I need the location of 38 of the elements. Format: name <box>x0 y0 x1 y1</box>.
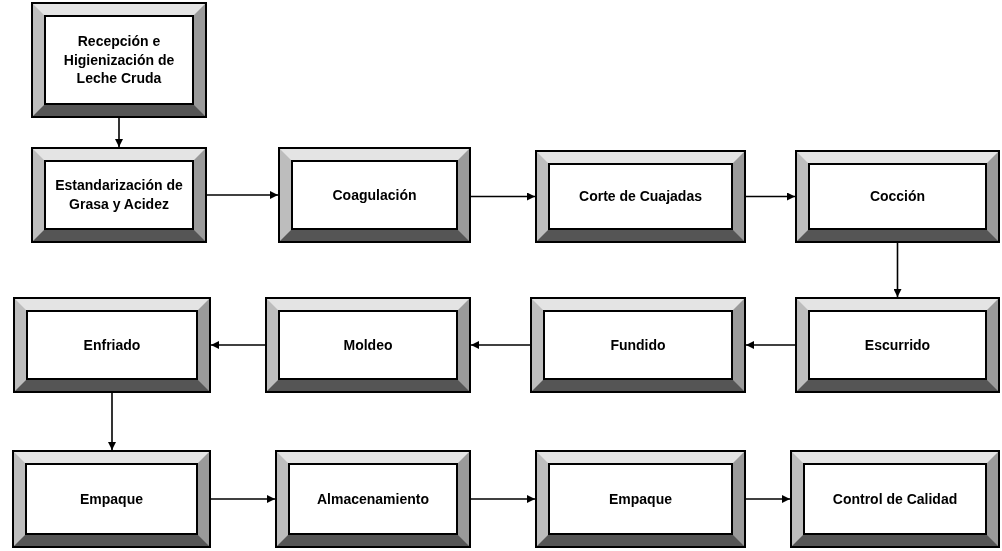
arrow <box>893 242 902 298</box>
arrow <box>470 341 531 349</box>
step-label: Estandarización de Grasa y Acidez <box>54 176 184 214</box>
step-label: Corte de Cuajadas <box>579 187 702 206</box>
process-box <box>13 297 211 393</box>
process-box <box>12 450 211 548</box>
step-label: Moldeo <box>343 335 393 355</box>
process-box <box>535 450 746 548</box>
step-label: Control de Calidad <box>832 489 958 509</box>
step-label: Enfriado <box>83 335 141 355</box>
arrow <box>108 392 116 451</box>
step-label: Cocción <box>869 187 926 206</box>
arrow <box>745 495 791 503</box>
process-box <box>31 2 207 118</box>
arrow <box>745 341 796 349</box>
arrow <box>115 117 123 148</box>
arrow <box>745 192 796 201</box>
process-box <box>790 450 1000 548</box>
process-box <box>278 147 471 243</box>
arrow <box>206 191 279 199</box>
process-box <box>530 297 746 393</box>
process-box <box>795 297 1000 393</box>
step-label: Escurrido <box>864 335 931 355</box>
step-label: Empaque <box>80 489 143 509</box>
process-box <box>795 150 1000 243</box>
arrow <box>470 192 536 201</box>
step-label: Almacenamiento <box>316 489 429 509</box>
process-box <box>275 450 471 548</box>
step-label: Empaque <box>609 489 672 509</box>
step-label: Fundido <box>610 335 666 355</box>
arrow <box>210 341 266 349</box>
process-box <box>31 147 207 243</box>
step-label: Recepción e Higienización de Leche Cruda <box>62 31 176 89</box>
arrow <box>210 495 276 503</box>
process-box <box>265 297 471 393</box>
process-box <box>535 150 746 243</box>
arrow <box>470 495 536 503</box>
step-label: Coagulación <box>332 185 417 205</box>
